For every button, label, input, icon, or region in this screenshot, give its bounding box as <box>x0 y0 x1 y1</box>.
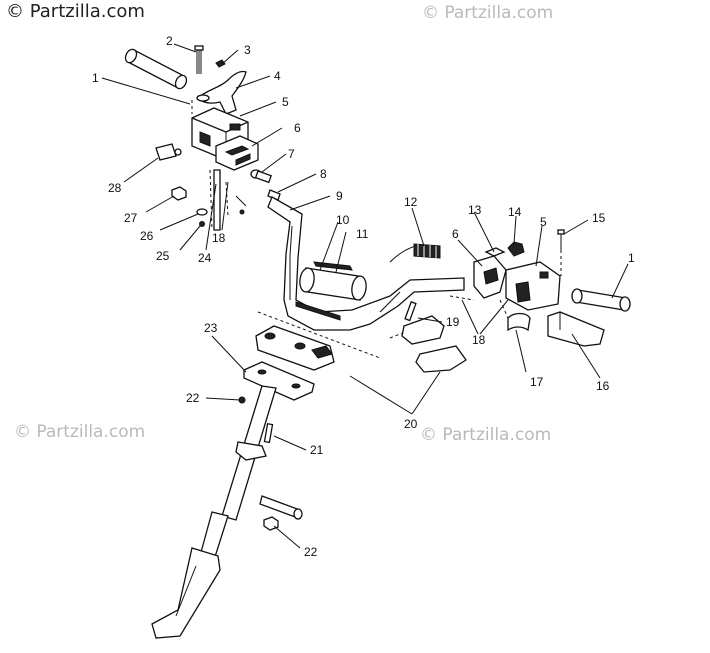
screw-15 <box>557 229 565 276</box>
callout-3: 3 <box>244 43 251 57</box>
callout-22-lower: 22 <box>304 545 318 559</box>
right-grip <box>571 288 631 312</box>
cable-spring <box>389 243 441 263</box>
bolt-2 <box>194 45 204 74</box>
callout-28: 28 <box>108 181 122 195</box>
callout-4: 4 <box>274 69 281 83</box>
handlebar <box>267 196 465 331</box>
handlebar-pad <box>295 261 367 321</box>
callout-11: 11 <box>356 227 369 241</box>
watermark-top-right: © Partzilla.com <box>422 3 553 23</box>
pin-and-nut <box>259 495 303 531</box>
callout-16: 16 <box>596 379 610 393</box>
throttle-lever <box>196 70 247 115</box>
cable-adjuster <box>250 169 272 184</box>
clip-3 <box>215 59 226 68</box>
callout-12: 12 <box>404 195 418 209</box>
right-housing <box>505 261 561 311</box>
callout-20: 20 <box>404 417 418 431</box>
callout-26: 26 <box>140 229 154 243</box>
bracket-16 <box>547 311 605 347</box>
watermark-mid-right: © Partzilla.com <box>420 425 551 445</box>
callout-17: 17 <box>530 375 544 389</box>
callout-5-left: 5 <box>282 95 289 109</box>
callout-19: 19 <box>446 315 460 329</box>
callout-6-left: 6 <box>294 121 301 135</box>
watermark-top-left: © Partzilla.com <box>6 1 145 22</box>
callout-18-right: 18 <box>472 333 486 347</box>
clamp-17 <box>507 312 531 332</box>
upper-clamps <box>401 301 467 373</box>
callout-13: 13 <box>468 203 482 217</box>
callout-labels: 1 2 3 4 5 6 7 8 9 10 11 12 13 14 5 15 6 … <box>92 34 635 559</box>
callout-23: 23 <box>204 321 218 335</box>
callout-5-right: 5 <box>540 215 547 229</box>
plate-23 <box>238 361 315 404</box>
callout-22-upper: 22 <box>186 391 200 405</box>
left-grip <box>124 48 188 90</box>
steering-post <box>151 385 277 639</box>
callout-1-left: 1 <box>92 71 99 85</box>
callout-25: 25 <box>156 249 170 263</box>
callout-8: 8 <box>320 167 327 181</box>
callout-7: 7 <box>288 147 295 161</box>
callout-18-left: 18 <box>212 231 226 245</box>
leader-lines <box>101 43 629 549</box>
callout-14: 14 <box>508 205 522 219</box>
switch-14 <box>507 241 525 257</box>
callout-27: 27 <box>124 211 138 225</box>
switch-13 <box>484 247 506 257</box>
callout-15: 15 <box>592 211 606 225</box>
callout-21: 21 <box>310 443 324 457</box>
callout-10: 10 <box>336 213 350 227</box>
callout-2: 2 <box>166 34 173 48</box>
callout-6-right: 6 <box>452 227 459 241</box>
callout-1-right: 1 <box>628 251 635 265</box>
watermark-mid-left: © Partzilla.com <box>14 422 145 442</box>
throttle-cover <box>215 135 259 171</box>
callout-24: 24 <box>198 251 212 265</box>
callout-9: 9 <box>336 189 343 203</box>
right-cover <box>473 255 507 299</box>
mounting-lines <box>191 100 509 359</box>
steering-clamp <box>255 325 335 371</box>
